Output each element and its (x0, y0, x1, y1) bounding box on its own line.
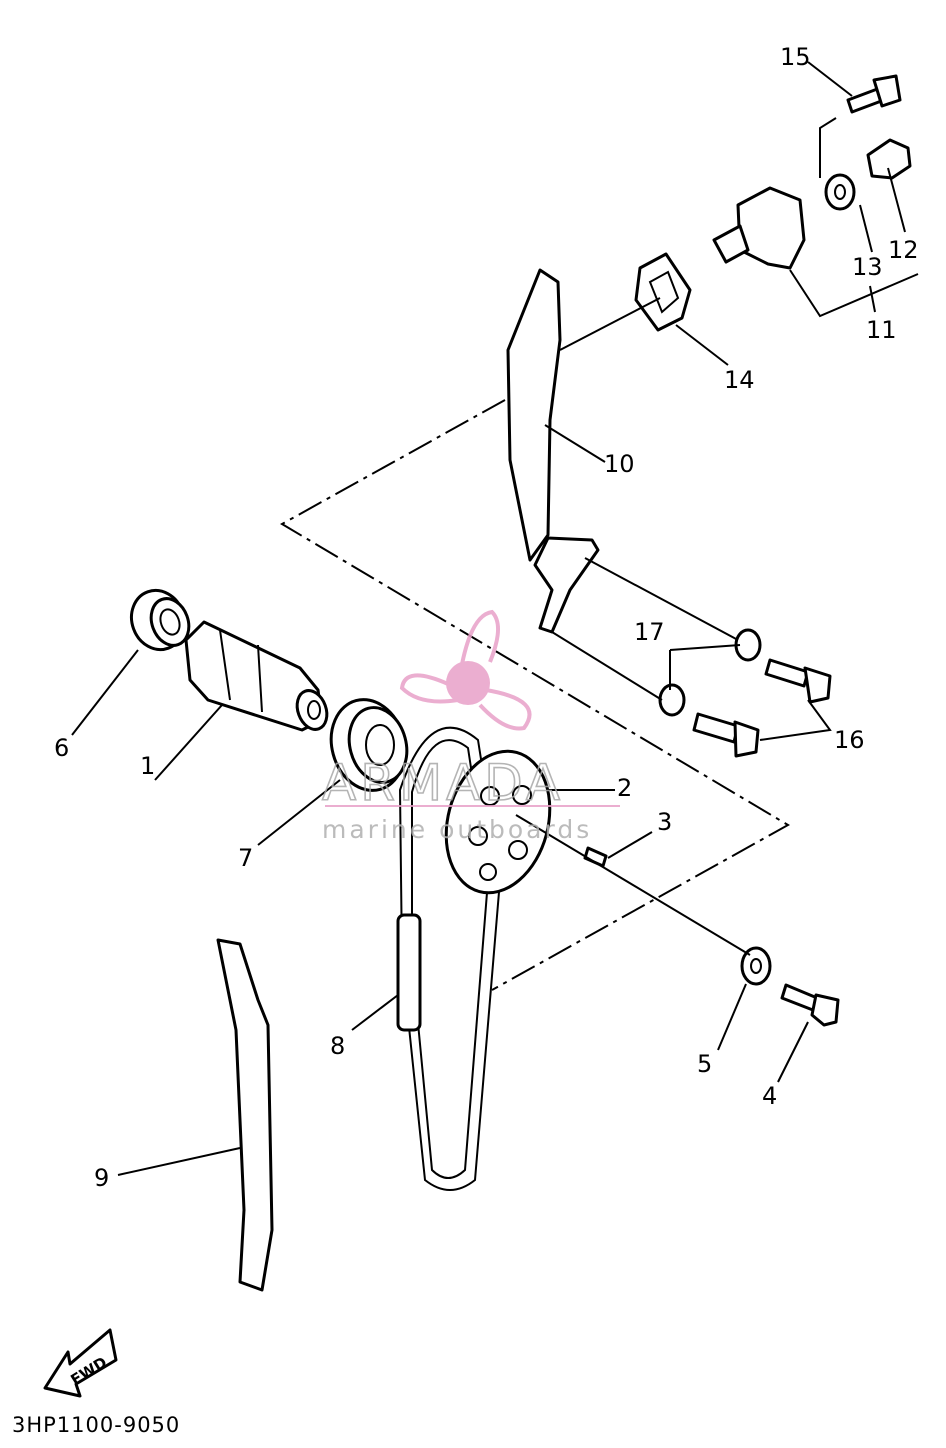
armada-watermark: ARMADA marine outboards (321, 609, 620, 844)
propeller-hub (446, 661, 490, 705)
washers-17 (658, 628, 762, 717)
gasket-14 (634, 252, 692, 332)
callout-labels: 15 12 13 11 14 10 17 16 6 1 2 3 7 8 5 4 … (54, 43, 919, 1192)
propeller-blade (399, 673, 459, 704)
bolts-16 (692, 658, 832, 758)
callout-9: 9 (94, 1164, 109, 1192)
camshaft-1 (184, 620, 329, 732)
callout-14: 14 (724, 366, 755, 394)
callout-5: 5 (697, 1050, 712, 1078)
cap-bolt-12 (866, 138, 912, 180)
leader-lines (71, 61, 919, 1176)
propeller-blade (458, 609, 500, 676)
forward-arrow: FWD (43, 1328, 118, 1398)
bearing-7 (329, 698, 409, 792)
callout-4: 4 (762, 1082, 777, 1110)
callout-17: 17 (634, 618, 665, 646)
bolt-15 (846, 74, 902, 114)
callout-11: 11 (866, 316, 897, 344)
cam-sprocket-2 (444, 749, 552, 895)
callout-15: 15 (780, 43, 811, 71)
chain-guide-9 (216, 938, 274, 1292)
callout-6: 6 (54, 734, 69, 762)
drawing-code: 3HP1100-9050 (12, 1413, 180, 1437)
tensioner-assembly-11 (712, 186, 806, 270)
callout-16: 16 (834, 726, 865, 754)
bearing-6 (130, 588, 191, 652)
callout-10: 10 (604, 450, 635, 478)
callout-7: 7 (238, 844, 253, 872)
watermark-brand: ARMADA (322, 754, 564, 812)
washer-5 (740, 946, 772, 986)
assembly-boundary (279, 399, 791, 991)
callout-3: 3 (657, 808, 672, 836)
callout-12: 12 (888, 236, 919, 264)
callout-1: 1 (140, 752, 155, 780)
callout-8: 8 (330, 1032, 345, 1060)
washer-13 (824, 173, 856, 211)
propeller-logo (399, 609, 532, 731)
propeller-blade (478, 688, 532, 731)
tensioner-guide-10 (506, 268, 600, 634)
callout-13: 13 (852, 253, 883, 281)
watermark-tagline: marine outboards (322, 815, 592, 844)
bolt-4 (780, 983, 840, 1027)
callout-2: 2 (617, 774, 632, 802)
